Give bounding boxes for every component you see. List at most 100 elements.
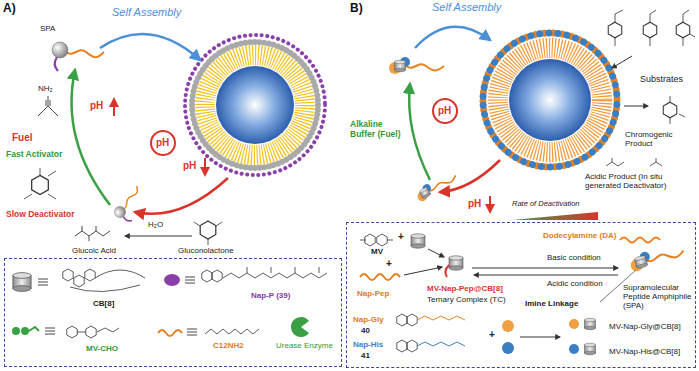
illustration-part: [158, 330, 182, 336]
illustration-part: [185, 277, 195, 283]
micelle-a: [185, 35, 325, 175]
legend-text: Supramolecular Peptide Amphiphile (SPA): [623, 283, 693, 311]
figure-label: pH: [90, 100, 103, 112]
legend-text: MV-Nap-Gly@CB[8]: [609, 322, 681, 331]
illustration-part: [417, 342, 465, 346]
legend-text: +: [386, 258, 392, 270]
figure-label: pH: [468, 198, 481, 210]
illustration-part: [125, 236, 192, 237]
ph-text: pH: [156, 137, 169, 149]
figure-label: Chromogenic Product: [625, 130, 685, 148]
legend-text: +: [489, 329, 495, 341]
legend-text: Nap-Pep: [357, 289, 389, 298]
illustration-part: [483, 33, 617, 167]
legend-text: 40: [361, 326, 370, 335]
illustration-part: [113, 99, 115, 116]
illustration-part: [389, 57, 444, 74]
legend-text: 41: [361, 351, 370, 360]
illustration-part: [483, 33, 617, 167]
illustration-part: [32, 175, 49, 194]
illustration-part: [509, 59, 591, 141]
clock-node: pH: [150, 130, 176, 156]
illustration-part: [428, 249, 444, 257]
illustration-part: [663, 102, 677, 118]
figure-label: Acidic Product (In situ generated Deacti…: [585, 172, 693, 190]
legend-text: Basic condition: [547, 253, 601, 262]
illustration-part: [411, 234, 425, 248]
illustration-part: [628, 242, 686, 273]
illustration-part: [205, 55, 305, 155]
illustration-part: [387, 240, 393, 241]
figure-label: Self Assembly: [432, 1, 501, 14]
legend-text: Urease Enzyme: [276, 341, 333, 350]
illustration-part: [216, 66, 294, 144]
illustration-part: [624, 106, 648, 107]
legend-text: +: [398, 231, 404, 243]
illustration-part: [212, 270, 222, 282]
illustration-part: [194, 222, 222, 245]
illustration-part: [643, 22, 657, 38]
illustration-part: [86, 326, 96, 338]
illustration-part: [584, 318, 595, 330]
legend-box: CB[8]Nap-P (39)MV-CHOC12NH2Urease Enzyme: [4, 258, 342, 367]
illustration-part: [75, 226, 110, 241]
illustration-part: [200, 221, 216, 239]
illustration-part: [670, 96, 685, 124]
illustration-part: [472, 268, 618, 269]
illustration-part: [683, 10, 695, 46]
illustration-part: [112, 183, 148, 225]
figure-label: Glucoic Acid: [72, 246, 116, 255]
figure-label: SPA: [40, 24, 55, 33]
illustration-part: [608, 22, 622, 38]
illustration-part: [606, 158, 662, 166]
illustration-part: [291, 317, 309, 337]
illustration-part: [192, 42, 318, 168]
illustration-part: [377, 234, 387, 246]
figure-label: A): [3, 2, 16, 16]
illustration-part: [415, 27, 490, 48]
figure-label: Fast Activator: [6, 150, 62, 160]
illustration-part: [615, 10, 623, 46]
illustration-part: [204, 158, 206, 175]
legend-text: Nap-His: [353, 340, 383, 349]
illustration-part: [407, 340, 417, 352]
figure-label: B): [350, 2, 363, 16]
illustration-part: [417, 316, 465, 320]
illustration-part: [187, 329, 197, 335]
legend-text: Acidic condition: [547, 279, 603, 288]
illustration-part: [13, 273, 31, 292]
figure-label: H₂O: [148, 220, 163, 229]
illustration-part: [77, 328, 119, 332]
figure-label: Slow Deactivator: [6, 210, 75, 220]
illustration-part: [85, 269, 95, 281]
illustration-part: [52, 42, 104, 71]
illustration-part: [584, 343, 595, 355]
legend-text: Nap-Gly: [353, 315, 384, 324]
legend-text: MV: [371, 247, 383, 256]
figure-label: Fuel: [12, 132, 33, 144]
illustration-part: [38, 279, 48, 285]
illustration-part: [205, 329, 259, 334]
illustration-part: [63, 269, 73, 281]
illustration-part: [612, 56, 632, 68]
illustration-part: [74, 275, 84, 287]
illustration-part: [409, 84, 430, 180]
illustration-part: [404, 267, 442, 275]
illustration-part: [202, 270, 212, 282]
illustration-part: [520, 337, 560, 338]
micelle-b: [483, 33, 617, 167]
figure-label: pH: [183, 160, 196, 172]
illustration-part: [100, 34, 200, 60]
figure-label: Substrates: [640, 74, 683, 84]
clock-node: pH: [432, 98, 458, 124]
illustration-part: [489, 196, 491, 212]
illustration-part: [70, 270, 145, 292]
illustration-part: [360, 274, 400, 280]
illustration-part: [164, 274, 180, 286]
legend-box: MV++Nap-PepMV-Nap-Pep@CB[8]Ternary Compl…: [346, 222, 696, 368]
illustration-part: [569, 344, 579, 354]
illustration-part: [67, 326, 77, 338]
illustration-part: [474, 275, 618, 276]
illustration-part: [569, 319, 579, 329]
